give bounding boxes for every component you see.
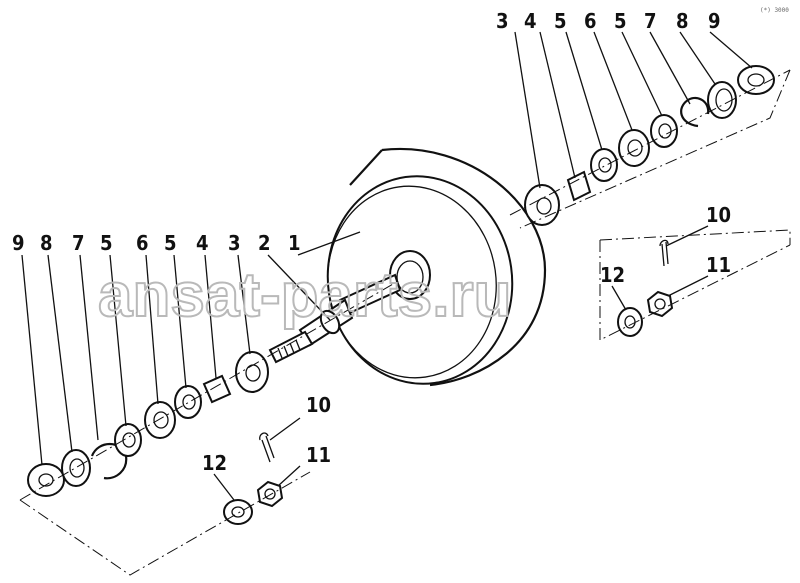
- circlip-7-right: [680, 96, 710, 128]
- washer-5b-left: [174, 385, 202, 419]
- callout-11-right: 11: [706, 253, 731, 277]
- callout-1-left: 1: [288, 231, 301, 255]
- callout-11-left: 11: [306, 443, 331, 467]
- callout-6-left: 6: [136, 231, 149, 255]
- washer-12-left: [223, 499, 253, 525]
- callout-4-right: 4: [524, 9, 537, 33]
- callouts-right-top: 3 4 5 6 5 7 8 9: [496, 9, 721, 33]
- callout-4-left: 4: [196, 231, 209, 255]
- bearing-6-right: [618, 129, 650, 167]
- callout-12-left: 12: [202, 451, 227, 475]
- bushing-4-right: [566, 170, 592, 202]
- lower-right-small-parts: [617, 239, 674, 337]
- washer-5a-left: [114, 423, 142, 457]
- callout-7-right: 7: [644, 9, 657, 33]
- corner-mark: (*) 3000: [760, 7, 789, 14]
- cotter-pin-10-right: [659, 239, 669, 267]
- washer-12-right: [617, 307, 643, 337]
- callouts-left: 9 8 7 5 6 5 4 3 2 1: [12, 231, 301, 255]
- bearing-6-left: [144, 401, 176, 439]
- cotter-pin-10-left: [259, 432, 275, 463]
- leader-lines-right: [514, 31, 753, 189]
- callouts-small-parts: 10 11 12 10 11 12: [202, 203, 731, 475]
- callout-5a-right: 5: [554, 9, 567, 33]
- lower-left-small-parts: [223, 432, 284, 525]
- callout-2-left: 2: [258, 231, 271, 255]
- leader-lines-left: [21, 231, 361, 466]
- washer-9-left: [27, 463, 65, 497]
- callout-5b-left: 5: [164, 231, 177, 255]
- castle-nut-11-left: [256, 480, 284, 508]
- callout-7-left: 7: [72, 231, 85, 255]
- ring-8-left: [61, 449, 91, 487]
- callout-8-left: 8: [40, 231, 53, 255]
- castle-nut-11-right: [646, 290, 674, 318]
- callout-10-left: 10: [306, 393, 331, 417]
- leader-lines-small: [213, 225, 709, 501]
- pulley-drum: [326, 147, 547, 387]
- callout-3-right: 3: [496, 9, 509, 33]
- callout-6-right: 6: [584, 9, 597, 33]
- callout-3-left: 3: [228, 231, 241, 255]
- washer-3-left: [235, 351, 269, 393]
- washer-5a-right: [590, 148, 618, 182]
- bushing-4-left: [202, 374, 232, 404]
- watermark: ansat-parts.ru: [98, 261, 511, 330]
- callout-12-right: 12: [600, 263, 625, 287]
- callout-8-right: 8: [676, 9, 689, 33]
- callout-10-right: 10: [706, 203, 731, 227]
- callout-5a-left: 5: [100, 231, 113, 255]
- assembly-center-lines: [19, 69, 791, 576]
- callout-9-left: 9: [12, 231, 25, 255]
- left-parts-row: [27, 351, 269, 497]
- washer-9-right: [737, 65, 775, 95]
- callout-5b-right: 5: [614, 9, 627, 33]
- callout-9-right: 9: [708, 9, 721, 33]
